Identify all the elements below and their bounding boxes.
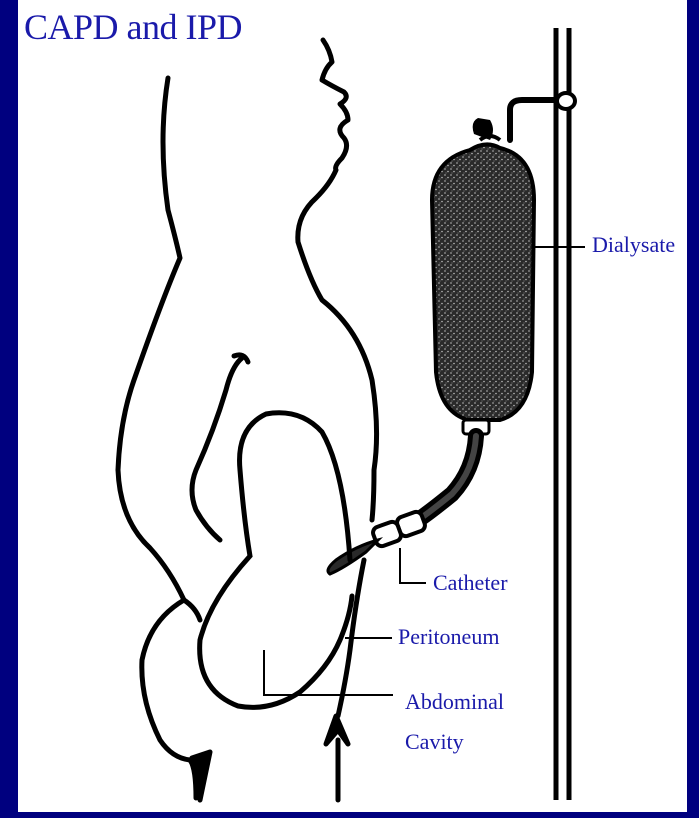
dialysate-tubing — [418, 436, 476, 520]
iv-pole — [556, 28, 569, 800]
dialysate-label: Dialysate — [592, 232, 675, 258]
abdominal-label-line1: Abdominal — [405, 682, 504, 722]
bag-top — [473, 118, 500, 140]
abdominal-label-line2: Cavity — [405, 722, 504, 762]
catheter-leader — [400, 548, 426, 583]
peritoneum-label: Peritoneum — [398, 624, 499, 650]
catheter — [328, 540, 378, 574]
dialysate-bag — [432, 144, 534, 434]
abdominal-cavity-label: Abdominal Cavity — [405, 682, 504, 762]
body-outline — [118, 40, 377, 800]
catheter-connector — [371, 510, 426, 548]
catheter-label: Catheter — [433, 570, 508, 596]
peritoneal-cavity — [200, 413, 352, 708]
bag-hanger — [510, 93, 575, 140]
